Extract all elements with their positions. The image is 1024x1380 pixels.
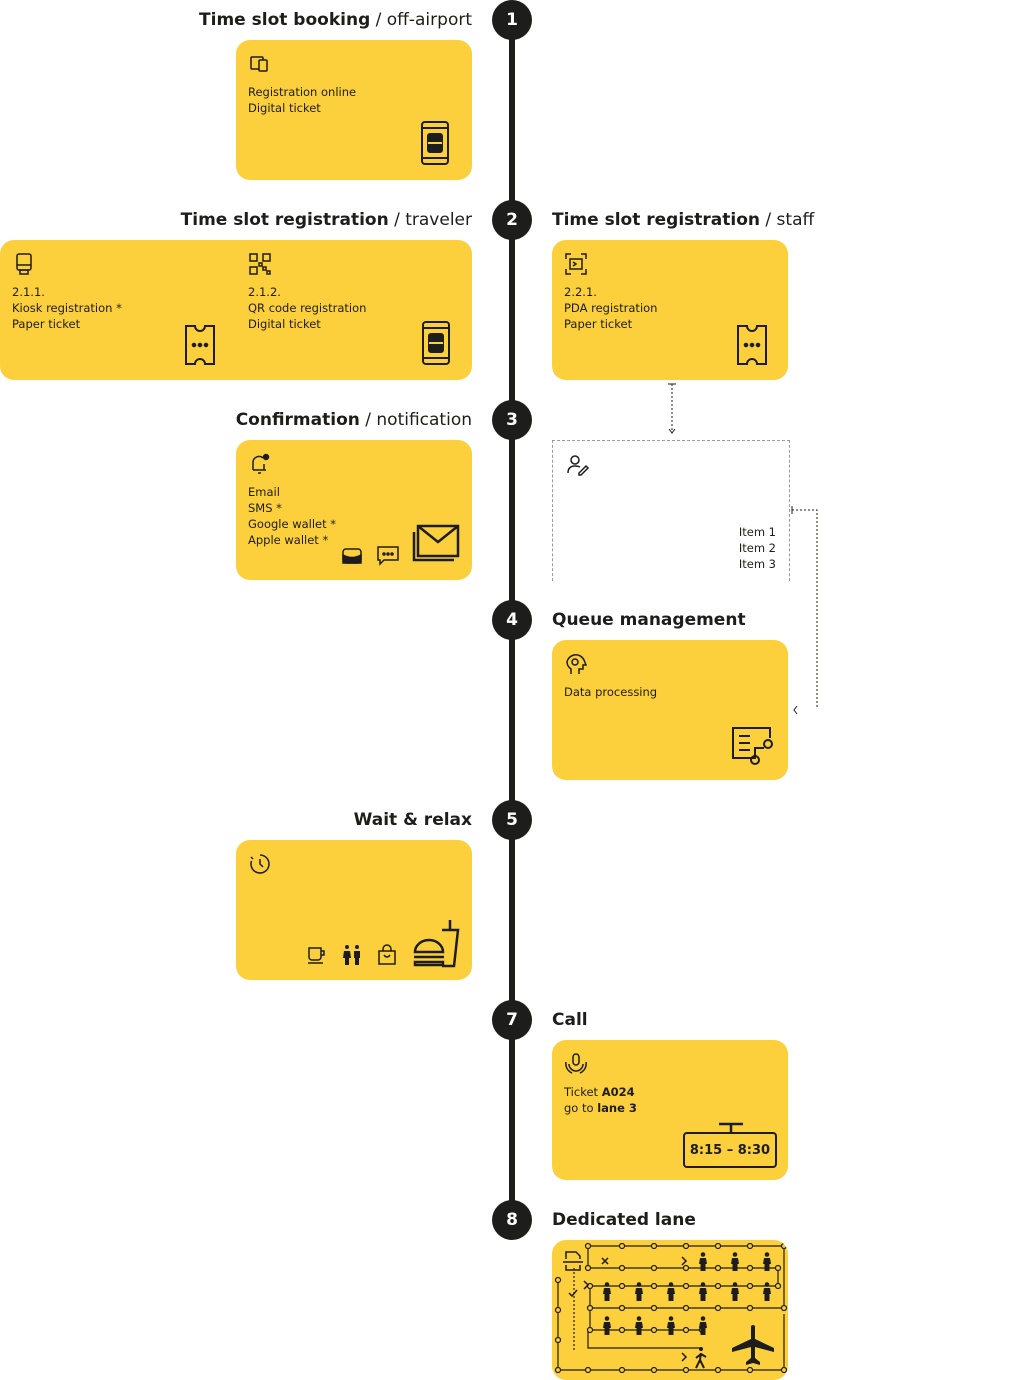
- chevron-right-icon: [680, 1256, 688, 1266]
- staff-item: Item 3: [738, 557, 776, 571]
- restroom-icon: [341, 944, 363, 966]
- kiosk-text: 2.1.1.Kiosk registration *Paper ticket: [12, 285, 122, 331]
- step-7-badge: 7: [492, 1000, 532, 1040]
- departure-board: 8:15 – 8:30: [683, 1132, 777, 1168]
- check-icon: [568, 1288, 578, 1298]
- person-icon: [730, 1252, 740, 1272]
- scanner-icon: [564, 252, 588, 276]
- phone-ticket-icon: [421, 320, 451, 366]
- step-2-subtitle: / traveler: [394, 210, 472, 230]
- staff-title: Time slot registration: [552, 210, 761, 230]
- paper-ticket-icon: [736, 324, 768, 366]
- staff-item: Item 1: [738, 525, 776, 539]
- microphone-icon: [564, 1052, 588, 1076]
- scanner-gate-icon: [562, 1250, 584, 1272]
- step-4-title: Queue management: [552, 610, 746, 630]
- person-icon: [634, 1282, 644, 1302]
- person-icon: [634, 1316, 644, 1336]
- step-7-heading: Call: [552, 1010, 588, 1030]
- call-card: Ticket A024 go to lane 3 8:15 – 8:30: [552, 1040, 788, 1180]
- devices-icon: [249, 54, 271, 74]
- person-icon: [666, 1316, 676, 1336]
- person-icon: [762, 1282, 772, 1302]
- phone-ticket-icon: [420, 120, 450, 166]
- coffee-icon: [306, 944, 328, 966]
- chat-icon: [376, 544, 400, 566]
- food-icon: [412, 918, 460, 968]
- step-1-badge: 1: [492, 0, 532, 40]
- step-1-title: Time slot booking: [199, 10, 371, 30]
- qr-icon: [248, 252, 272, 276]
- step-3-badge: 3: [492, 400, 532, 440]
- user-edit-icon: [566, 454, 590, 476]
- queue-management-card: Data processing: [552, 640, 788, 780]
- staff-item: Item 2: [738, 541, 776, 555]
- step-1-heading: Time slot booking / off-airport: [199, 10, 472, 30]
- call-text: Ticket A024 go to lane 3: [564, 1085, 637, 1115]
- step-8-heading: Dedicated lane: [552, 1210, 696, 1230]
- queue-text: Data processing: [564, 685, 658, 699]
- data-icon: [730, 724, 776, 766]
- mail-icon: [412, 524, 460, 564]
- step-4-badge: 4: [492, 600, 532, 640]
- person-icon: [762, 1252, 772, 1272]
- chevron-right-icon: [582, 1280, 590, 1290]
- head-gear-icon: [565, 652, 587, 676]
- person-icon: [730, 1282, 740, 1302]
- step-3-title: Confirmation: [235, 410, 360, 430]
- step-7-title: Call: [552, 1010, 588, 1030]
- kiosk-icon: [14, 252, 34, 276]
- staff-heading: Time slot registration / staff: [552, 210, 814, 230]
- walking-icon: [692, 1346, 710, 1370]
- dedicated-lane-card: [552, 1240, 788, 1380]
- airplane-icon: [730, 1324, 776, 1366]
- step-8-badge: 8: [492, 1200, 532, 1240]
- step-2-title: Time slot registration: [180, 210, 389, 230]
- loop-connector: [788, 500, 822, 720]
- wait-relax-card: [236, 840, 472, 980]
- bell-icon: [249, 452, 271, 476]
- person-icon: [666, 1282, 676, 1302]
- person-icon: [698, 1316, 708, 1336]
- step-5-badge: 5: [492, 800, 532, 840]
- person-icon: [602, 1316, 612, 1336]
- close-icon: [600, 1256, 610, 1266]
- staff-items-list: Item 1 Item 2 Item 3: [739, 524, 776, 572]
- step-8-title: Dedicated lane: [552, 1210, 696, 1230]
- staff-items-panel: [552, 440, 790, 581]
- step-3-subtitle: / notification: [365, 410, 472, 430]
- person-icon: [698, 1282, 708, 1302]
- shopping-icon: [376, 944, 398, 966]
- step-4-heading: Queue management: [552, 610, 746, 630]
- step-5-heading: Wait & relax: [354, 810, 472, 830]
- wallet-icon: [341, 544, 363, 566]
- paper-ticket-icon: [184, 324, 216, 366]
- person-icon: [602, 1282, 612, 1302]
- step-3-heading: Confirmation / notification: [236, 410, 472, 430]
- step-5-title: Wait & relax: [353, 810, 472, 830]
- staff-subtitle: / staff: [765, 210, 815, 230]
- clock-icon: [249, 853, 271, 875]
- chevron-right-icon: [680, 1352, 688, 1362]
- lane-illustration: [554, 1242, 788, 1374]
- step-2-badge: 2: [492, 200, 532, 240]
- person-icon: [698, 1252, 708, 1272]
- step-2-heading: Time slot registration / traveler: [181, 210, 472, 230]
- connector-arrow: [664, 380, 680, 440]
- traveler-registration-card: 2.1.1.Kiosk registration *Paper ticket 2…: [0, 240, 472, 380]
- step-1-subtitle: / off-airport: [375, 10, 472, 30]
